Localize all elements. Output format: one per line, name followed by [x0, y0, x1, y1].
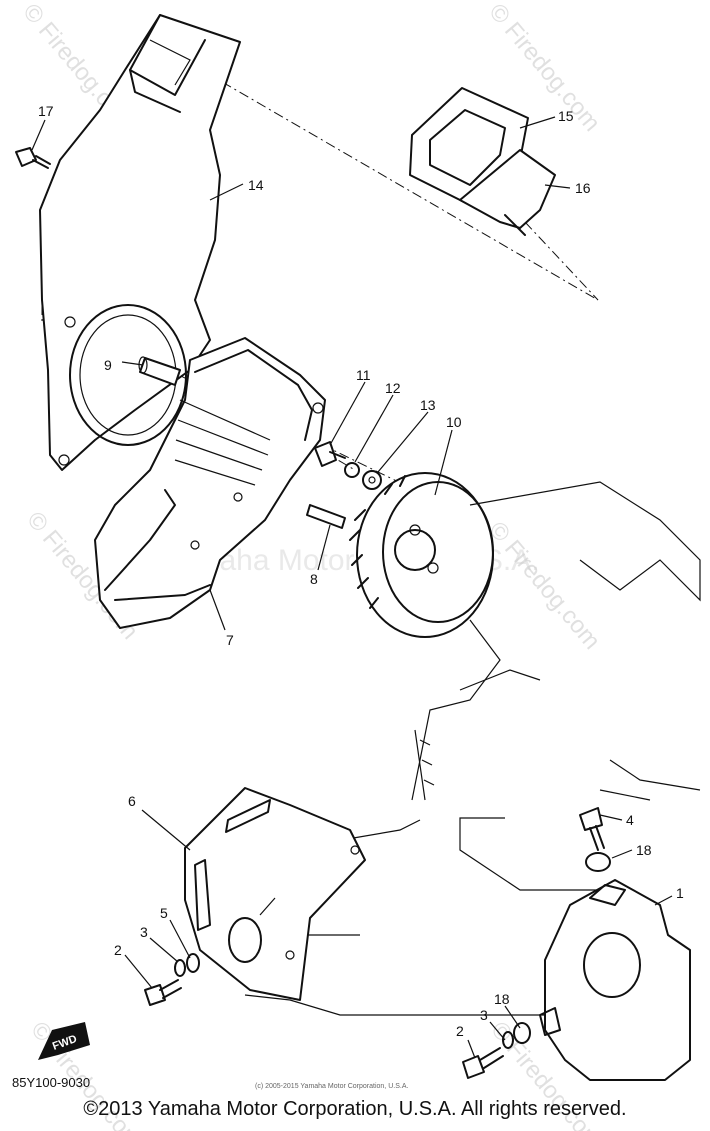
callout-2-left: 2 — [114, 942, 122, 958]
part-18-collar-top — [585, 852, 611, 872]
part-16-grommet-plate — [459, 149, 556, 236]
part-14-air-shroud — [39, 14, 241, 471]
callout-18-top: 18 — [636, 842, 652, 858]
callout-14: 14 — [248, 177, 264, 193]
callout-12: 12 — [385, 380, 401, 396]
callout-15: 15 — [558, 108, 574, 124]
part-1-cover — [539, 879, 691, 1081]
callout-18-bottom: 18 — [494, 991, 510, 1007]
part-4-bolt — [579, 807, 605, 851]
part-2-bolt-right — [462, 1047, 504, 1079]
callout-2-right: 2 — [456, 1023, 464, 1039]
callout-13: 13 — [420, 397, 436, 413]
callout-4: 4 — [626, 812, 634, 828]
callout-10: 10 — [446, 414, 462, 430]
callout-numbers: 17 14 15 16 9 11 12 13 10 8 7 6 4 18 1 2… — [38, 103, 684, 1039]
callout-9: 9 — [104, 357, 112, 373]
callout-3-right: 3 — [480, 1007, 488, 1023]
callout-8: 8 — [310, 571, 318, 587]
engine-block-outline — [411, 481, 701, 801]
footer-copyright: ©2013 Yamaha Motor Corporation, U.S.A. A… — [83, 1098, 627, 1120]
part-11-bolt — [314, 441, 346, 467]
callout-17: 17 — [38, 103, 54, 119]
callout-leaders — [31, 116, 673, 1059]
callout-11: 11 — [356, 367, 371, 383]
part-3-washer-right — [502, 1031, 514, 1049]
callout-1: 1 — [676, 885, 684, 901]
callout-5-left: 5 — [160, 905, 168, 921]
part-10-flywheel-fan — [349, 472, 494, 638]
watermark-mid-right: © Firedog.com — [483, 517, 605, 655]
part-8-stud — [306, 504, 346, 529]
callout-7: 7 — [226, 632, 234, 648]
part-13-washer — [362, 470, 382, 490]
part-code: 85Y100-9030 — [12, 1075, 90, 1090]
part-6-bracket — [184, 787, 366, 1001]
fwd-arrow-icon: FWD — [38, 1022, 90, 1060]
part-17-bolt — [15, 147, 51, 169]
part-5-washer-left — [186, 953, 200, 973]
small-copyright: (c) 2005-2015 Yamaha Motor Corporation, … — [255, 1083, 408, 1090]
callout-16: 16 — [575, 180, 591, 196]
callout-6: 6 — [128, 793, 136, 809]
callout-3-left: 3 — [140, 924, 148, 940]
part-12-lockwasher — [344, 462, 360, 478]
part-7-fan-housing — [94, 337, 326, 629]
part-18-collar-bottom — [513, 1022, 531, 1044]
part-2-bolt-left — [144, 979, 182, 1006]
part-3-washer-left — [174, 959, 186, 977]
